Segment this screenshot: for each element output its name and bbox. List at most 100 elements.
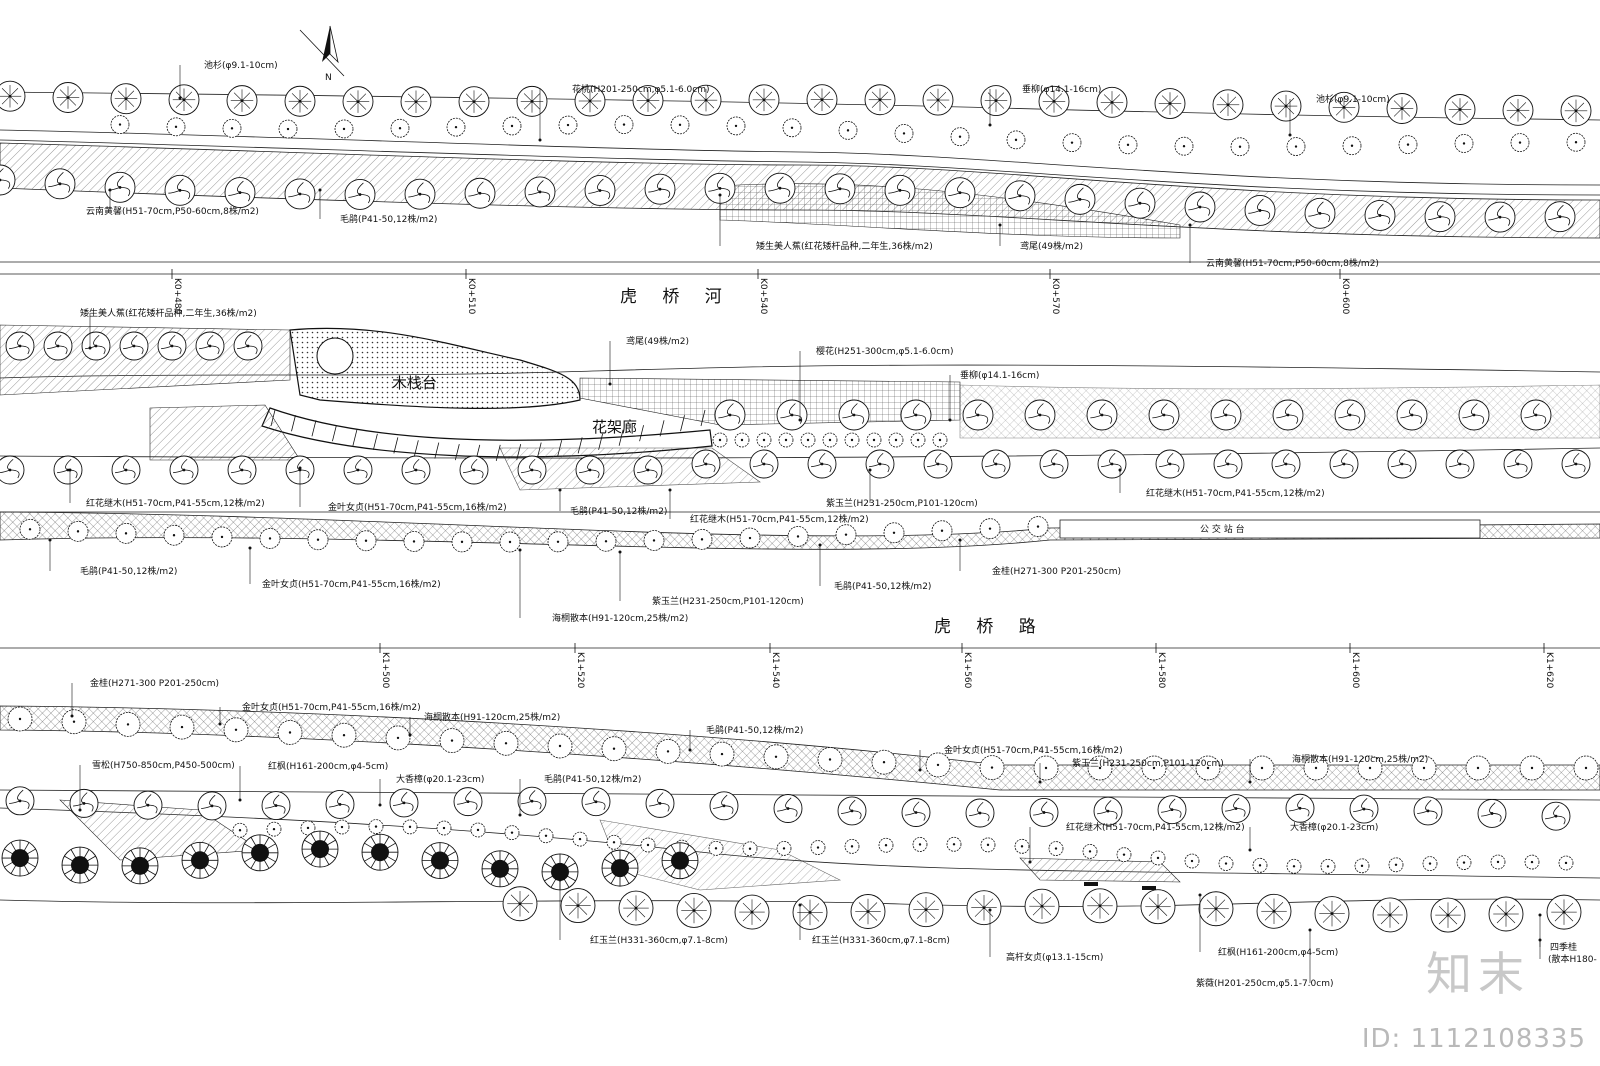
shrub-symbol — [1454, 134, 1474, 153]
hedge-shrubs — [7, 706, 1599, 781]
shrub-symbol — [1422, 856, 1438, 872]
bus-stop — [1059, 519, 1481, 539]
tree-symbol — [5, 786, 35, 816]
shrub-symbol — [1014, 838, 1030, 854]
tree-symbol — [1386, 93, 1418, 124]
north-label: N — [325, 73, 332, 83]
tree-symbol — [709, 791, 739, 821]
tree-symbol — [1329, 449, 1359, 479]
tree-symbol — [0, 164, 16, 196]
tree-symbol — [284, 85, 316, 117]
shrub-symbol — [822, 432, 838, 448]
tree-symbol — [133, 790, 163, 820]
shrub-symbol — [742, 841, 758, 857]
shrub-symbol — [866, 432, 882, 448]
plant-label: 鸢尾(49株/m2) — [1020, 240, 1083, 252]
shrub-symbol — [883, 522, 905, 544]
tree-symbol — [1520, 399, 1552, 431]
tree-symbol — [922, 84, 954, 116]
shrub-symbol — [19, 518, 41, 540]
plant-label: 毛鹃(P41-50,12株/m2) — [544, 773, 641, 785]
tree-symbol — [481, 850, 519, 888]
tree-symbol — [1458, 399, 1490, 431]
tree-symbol — [690, 84, 722, 116]
tree-symbol — [1271, 449, 1301, 479]
plant-label: 四季桂 — [1550, 941, 1577, 953]
river-name: 虎 桥 河 — [620, 287, 732, 307]
tree-symbol — [43, 331, 73, 361]
tree-symbol — [901, 798, 931, 827]
station-label: K1+600 — [1350, 652, 1360, 689]
shrub-symbol — [1342, 136, 1362, 156]
shrub-symbol — [912, 837, 928, 852]
tree-symbol — [838, 399, 870, 431]
shrub-symbol — [1141, 755, 1167, 781]
tree-symbol — [342, 86, 374, 118]
tree-symbol — [502, 886, 538, 922]
tree-symbol — [404, 178, 436, 210]
bus-stop-label: 公 交 站 台 — [1200, 523, 1245, 535]
shrub-symbol — [1218, 856, 1234, 871]
shrub-symbol — [115, 522, 137, 544]
plant-label: 金叶女贞(H51-70cm,P41-55cm,16株/m2) — [242, 701, 421, 713]
tree-symbol — [343, 455, 373, 485]
plant-label: 海桐散本(H91-120cm,25株/m2) — [424, 711, 560, 723]
tree-symbol — [1024, 399, 1056, 431]
tree-symbol — [241, 834, 279, 872]
shrub-symbol — [446, 117, 466, 137]
shrub-symbol — [436, 820, 452, 836]
shrub-symbol — [980, 837, 996, 853]
shrub-symbol — [734, 432, 750, 448]
tree-symbol — [962, 399, 994, 431]
tree-symbol — [459, 455, 489, 485]
tree-symbol — [197, 791, 227, 821]
shrub-symbol — [169, 714, 195, 740]
plant-label: 矮生美人蕉(红花矮杆品种,二年生,36株/m2) — [756, 240, 933, 252]
shrub-symbol — [1456, 855, 1472, 870]
tree-symbol — [645, 788, 675, 818]
shrub-symbol — [558, 115, 578, 135]
station-label: K0+510 — [466, 278, 476, 315]
tree-symbol — [691, 449, 721, 479]
plant-label: 大香樟(φ20.1-23cm) — [396, 773, 484, 785]
shrub-symbol — [844, 838, 860, 854]
tree-symbol — [575, 455, 605, 485]
band-2: 木栈台 花架廊 公 交 站 台 — [0, 324, 1600, 553]
shrub-symbol — [691, 528, 713, 550]
shrub-symbol — [655, 739, 681, 764]
tree-symbol — [1256, 893, 1292, 929]
tree-symbol — [792, 894, 828, 930]
shrub-row-band-2 — [712, 432, 948, 448]
tree-symbol — [1477, 799, 1507, 828]
plant-label: 紫玉兰(H231-250cm,P101-120cm) — [826, 497, 978, 509]
tree-symbol — [850, 894, 886, 929]
shrub-symbol — [334, 819, 350, 835]
shrub-symbol — [894, 124, 914, 143]
shrub-symbol — [979, 755, 1005, 780]
shrub-symbol — [787, 526, 809, 547]
tree-symbol — [1096, 86, 1128, 118]
tree-symbol — [5, 331, 35, 361]
shrub-symbol — [547, 531, 569, 553]
shrub-symbol — [1230, 137, 1250, 157]
tree-symbol — [884, 174, 916, 206]
plant-label: 金叶女贞(H51-70cm,P41-55cm,16株/m2) — [262, 578, 441, 590]
shrub-symbol — [572, 831, 588, 847]
plant-label: 金叶女贞(H51-70cm,P41-55cm,16株/m2) — [944, 744, 1123, 756]
tree-symbol — [169, 455, 199, 485]
shrub-symbol — [385, 725, 411, 751]
shrub-symbol — [355, 530, 377, 552]
tree-symbol — [121, 847, 159, 885]
tree-symbol — [1372, 897, 1408, 933]
shrub-symbol — [502, 116, 522, 136]
shrub-symbol — [709, 741, 735, 767]
tree-symbol — [1270, 90, 1302, 122]
plant-label: 云南黄馨(H51-70cm,P50-60cm,8株/m2) — [86, 205, 259, 217]
tree-symbol — [748, 84, 780, 116]
tree-symbol — [168, 84, 200, 116]
shrub-symbol — [115, 712, 141, 737]
tree-symbol — [1038, 85, 1070, 117]
shrub-symbol — [259, 528, 281, 549]
tree-symbol — [1004, 180, 1036, 212]
